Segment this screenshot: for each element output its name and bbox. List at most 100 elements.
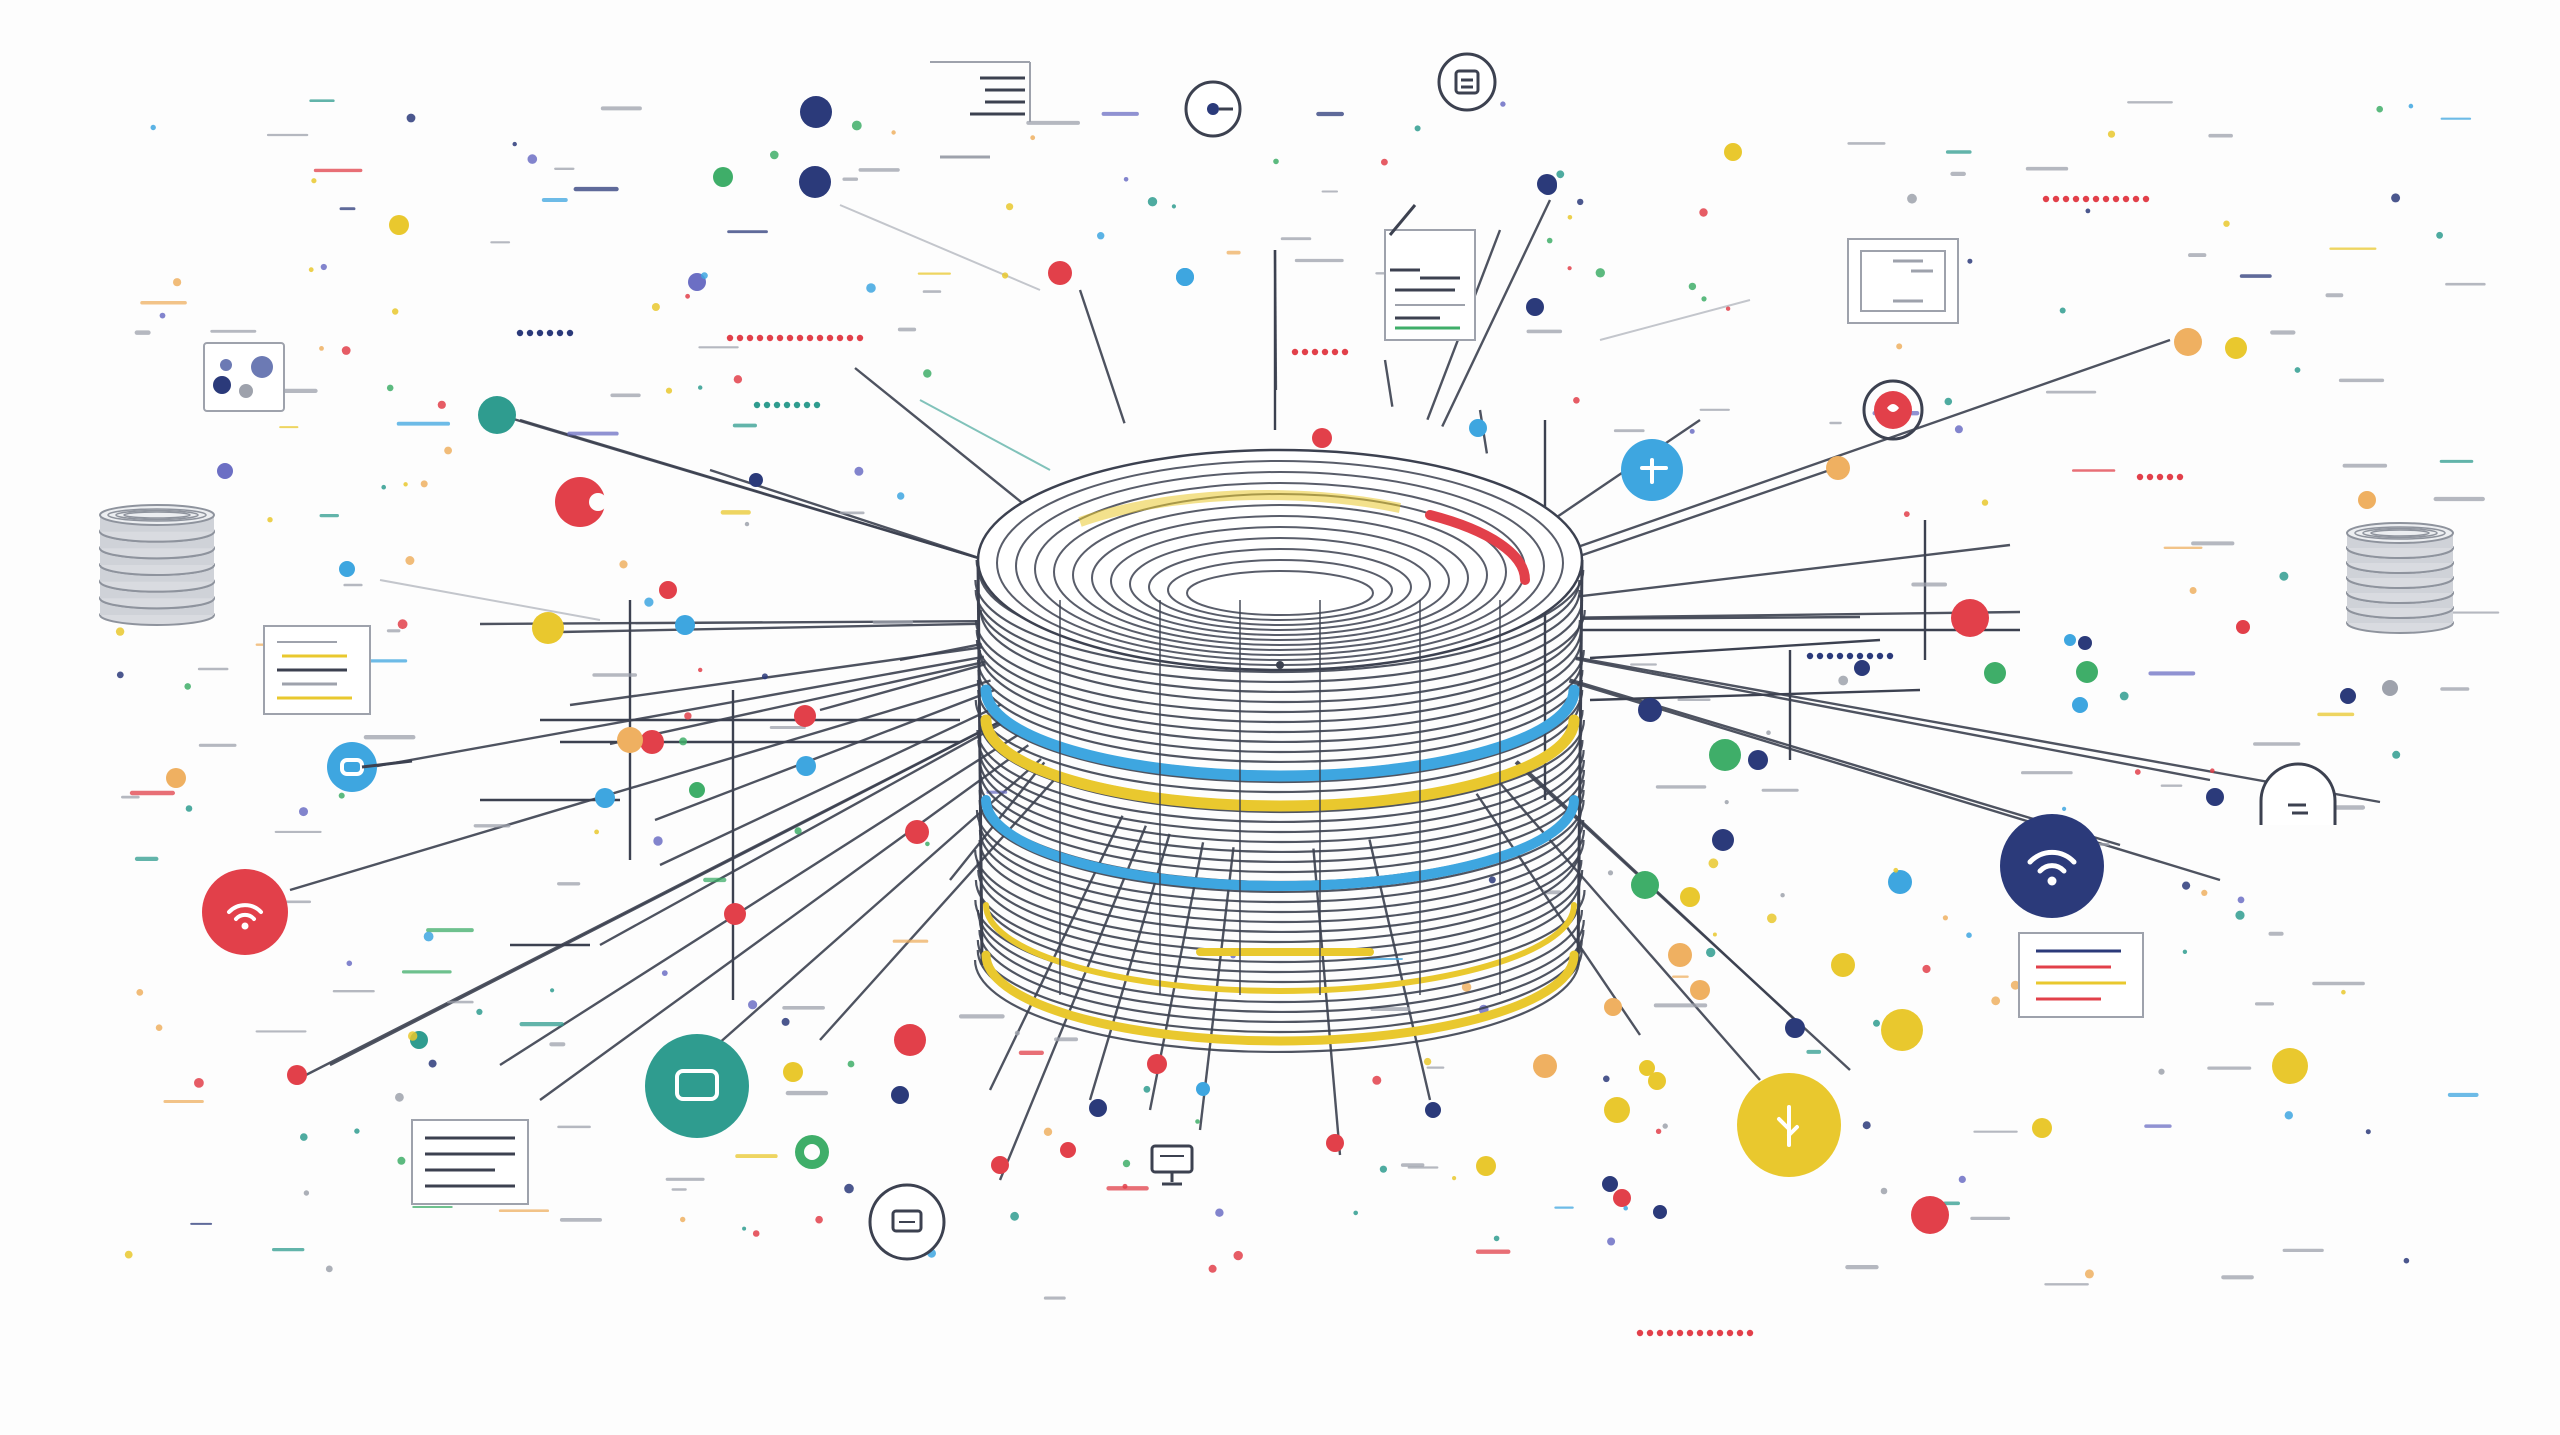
small-dot	[437, 400, 446, 409]
connector-line	[1565, 338, 2171, 553]
node-dot	[1690, 980, 1710, 1000]
node-dot	[1425, 1102, 1441, 1118]
small-dot	[267, 517, 273, 523]
small-dot	[408, 1031, 418, 1041]
node-dot	[1537, 174, 1557, 194]
small-dot	[1488, 876, 1496, 884]
small-dot	[124, 1250, 133, 1259]
node-dot	[2236, 620, 2250, 634]
connector-line	[1579, 610, 2021, 619]
connector-line	[998, 825, 1147, 1181]
node-dot	[1881, 1009, 1923, 1051]
small-dot	[2182, 881, 2191, 890]
small-dot	[781, 1017, 790, 1026]
small-dot	[185, 805, 193, 812]
small-dot	[2235, 910, 2245, 920]
node-dot	[1831, 953, 1855, 977]
hub-band	[981, 950, 1579, 1046]
row-dot	[793, 401, 801, 409]
hub-ring	[979, 609, 1586, 703]
node-dot	[217, 463, 233, 479]
hub-wall	[1576, 559, 1584, 966]
small-dot	[1147, 197, 1158, 207]
node-dot	[2340, 688, 2356, 704]
small-dot	[1379, 1165, 1387, 1173]
row-dot	[846, 334, 854, 342]
hub-ring	[977, 669, 1584, 764]
connector-line	[1569, 468, 1831, 561]
connector-line	[1589, 638, 1881, 660]
node-dot	[1326, 1134, 1344, 1152]
node-dot	[1469, 419, 1487, 437]
node-dot	[287, 1065, 307, 1085]
node-dot	[1533, 1054, 1557, 1078]
hub-top-ring	[1129, 537, 1431, 631]
small-dot	[1766, 730, 1771, 735]
small-dot	[770, 150, 779, 160]
db-top-ring	[2370, 529, 2430, 537]
database-icon	[99, 504, 215, 626]
small-dot	[815, 1215, 823, 1224]
small-dot	[1958, 1175, 1966, 1183]
small-dot	[155, 1024, 163, 1031]
small-dot	[844, 1183, 854, 1194]
node-dot	[1604, 998, 1622, 1016]
row-dot	[1886, 652, 1894, 660]
small-dot	[1966, 932, 1972, 938]
hub-center-dot	[1276, 661, 1284, 669]
hub-ring	[978, 779, 1585, 874]
monitor-icon	[868, 1183, 946, 1261]
row-dot	[1291, 348, 1299, 356]
row-dot	[763, 401, 771, 409]
row-dot	[1666, 1329, 1674, 1337]
row-dot	[1656, 1329, 1664, 1337]
node-dot	[991, 1156, 1009, 1174]
small-dot	[653, 836, 663, 846]
connector-line	[299, 716, 1009, 1080]
hub-ring	[976, 729, 1583, 823]
node-dot	[800, 96, 832, 128]
node-dot	[1048, 261, 1072, 285]
node-dot	[2358, 491, 2376, 509]
small-dot	[1623, 1205, 1628, 1211]
small-dot	[1967, 258, 1973, 264]
row-dot	[1696, 1329, 1704, 1337]
small-dot	[644, 597, 654, 607]
small-dot	[1991, 996, 2001, 1006]
node-dot	[166, 768, 186, 788]
node-dot	[1653, 1205, 1667, 1219]
db-disk	[99, 504, 215, 526]
small-dot	[1780, 893, 1785, 898]
row-dot	[1856, 652, 1864, 660]
row-dot	[1331, 348, 1339, 356]
leaf-icon	[795, 1135, 829, 1169]
document-icon	[930, 61, 1031, 159]
small-dot	[184, 683, 191, 690]
small-dot	[1838, 675, 1849, 686]
connector-line	[654, 688, 995, 822]
small-dot	[405, 556, 415, 565]
small-dot	[1688, 282, 1697, 291]
row-dot	[2052, 195, 2060, 203]
document-icon	[263, 625, 371, 715]
hub-ring	[976, 659, 1584, 754]
small-dot	[1603, 1075, 1610, 1083]
small-dot	[2119, 691, 2129, 701]
small-dot	[1981, 499, 1989, 506]
row-dot	[736, 334, 744, 342]
node-dot	[389, 215, 409, 235]
node-dot	[1854, 660, 1870, 676]
connector-line	[1575, 656, 2381, 804]
hub-top-ring	[1186, 570, 1374, 616]
small-dot	[308, 267, 314, 273]
small-dot	[1014, 1030, 1020, 1036]
node-dot	[1984, 662, 2006, 684]
small-dot	[701, 272, 708, 279]
node-dot	[595, 788, 615, 808]
row-dot	[1846, 652, 1854, 660]
row-dot	[813, 401, 821, 409]
node-dot	[675, 615, 695, 635]
document-icon	[411, 1119, 529, 1205]
small-dot	[684, 712, 692, 720]
row-dot	[2156, 473, 2164, 481]
